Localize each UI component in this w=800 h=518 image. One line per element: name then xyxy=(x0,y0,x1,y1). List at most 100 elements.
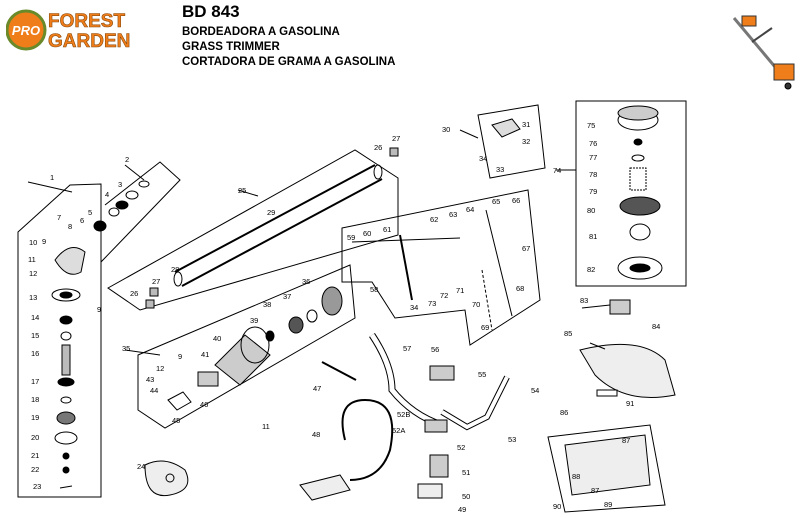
blade-group-frame xyxy=(547,424,666,513)
part-label-34b: 34 xyxy=(410,303,418,312)
part-label-64: 64 xyxy=(466,205,474,214)
part-label-19: 19 xyxy=(31,413,39,422)
part-label-24: 24 xyxy=(137,462,145,471)
part-label-6: 6 xyxy=(80,216,84,225)
part-label-3: 3 xyxy=(118,180,122,189)
part-label-55: 55 xyxy=(478,370,486,379)
clutch-drum xyxy=(167,286,343,411)
part-label-11b: 11 xyxy=(262,422,270,431)
part-label-71: 71 xyxy=(456,286,464,295)
part-label-73: 73 xyxy=(428,299,436,308)
product-name-pt-alt: CORTADORA DE GRAMA A GASOLINA xyxy=(182,56,396,68)
part-label-28: 28 xyxy=(171,265,179,274)
part-label-7: 7 xyxy=(57,213,61,222)
part-label-54: 54 xyxy=(531,386,539,395)
part-label-9a: 9 xyxy=(42,237,46,246)
part-label-91: 91 xyxy=(626,399,634,408)
shaft-group-frame xyxy=(107,149,399,311)
part-label-2: 2 xyxy=(125,155,129,164)
cutting-blade xyxy=(564,434,651,496)
part-label-20: 20 xyxy=(31,433,39,442)
part-label-37: 37 xyxy=(283,292,291,301)
part-label-16: 16 xyxy=(31,349,39,358)
part-label-80: 80 xyxy=(587,206,595,215)
part-label-57: 57 xyxy=(403,344,411,353)
part-label-68: 68 xyxy=(516,284,524,293)
throttle-group-frame xyxy=(341,189,541,346)
part-label-34a: 34 xyxy=(479,154,487,163)
part-label-56: 56 xyxy=(431,345,439,354)
part-label-63: 63 xyxy=(449,210,457,219)
part-label-85: 85 xyxy=(564,329,572,338)
part-label-26b: 26 xyxy=(130,289,138,298)
part-label-58: 58 xyxy=(370,285,378,294)
part-label-39: 39 xyxy=(250,316,258,325)
part-label-12b: 12 xyxy=(156,364,164,373)
part-label-8: 8 xyxy=(68,222,72,231)
part-label-51: 51 xyxy=(462,468,470,477)
part-label-78: 78 xyxy=(589,170,597,179)
part-label-13: 13 xyxy=(29,293,37,302)
part-label-27a: 27 xyxy=(392,134,400,143)
product-name-en: GRASS TRIMMER xyxy=(182,41,280,53)
part-label-90: 90 xyxy=(553,502,561,511)
part-label-76: 76 xyxy=(589,139,597,148)
part-label-59: 59 xyxy=(347,233,355,242)
part-label-35: 35 xyxy=(122,344,130,353)
part-label-60: 60 xyxy=(363,229,371,238)
part-label-74: 74 xyxy=(553,166,561,175)
part-label-22: 22 xyxy=(31,465,39,474)
gearhead-parts xyxy=(51,180,150,489)
part-label-21: 21 xyxy=(31,451,39,460)
part-label-32: 32 xyxy=(522,137,530,146)
part-label-44: 44 xyxy=(150,386,158,395)
part-label-46: 46 xyxy=(200,400,208,409)
part-label-65: 65 xyxy=(492,197,500,206)
part-label-83: 83 xyxy=(580,296,588,305)
shaft-tube xyxy=(145,147,399,309)
logo-forest-text: FOREST xyxy=(48,11,125,32)
part-label-4: 4 xyxy=(105,190,109,199)
trimmer-product-icon xyxy=(732,15,795,90)
logo-badge-text: PRO xyxy=(12,23,40,38)
part-label-77: 77 xyxy=(589,153,597,162)
part-label-41: 41 xyxy=(201,350,209,359)
trimmer-head-group-frame xyxy=(575,100,687,287)
part-label-10: 10 xyxy=(29,238,37,247)
logo-ring-icon xyxy=(6,9,47,51)
part-label-82: 82 xyxy=(587,265,595,274)
clutch-group-frame xyxy=(137,264,356,429)
part-label-11a: 11 xyxy=(28,255,36,264)
part-label-12a: 12 xyxy=(29,269,37,278)
part-label-70: 70 xyxy=(472,300,480,309)
part-label-81: 81 xyxy=(589,232,597,241)
part-label-31: 31 xyxy=(522,120,530,129)
part-label-9b: 9 xyxy=(97,305,101,314)
part-label-49: 49 xyxy=(458,505,466,514)
part-label-33: 33 xyxy=(496,165,504,174)
part-label-23: 23 xyxy=(33,482,41,491)
part-label-75: 75 xyxy=(587,121,595,130)
diagram-outlines xyxy=(17,15,795,513)
part-label-61: 61 xyxy=(383,225,391,234)
trimmer-head-parts xyxy=(617,105,663,280)
part-label-27b: 27 xyxy=(152,277,160,286)
part-label-53: 53 xyxy=(508,435,516,444)
part-label-52a: 52A xyxy=(392,426,405,435)
part-label-52: 52 xyxy=(457,443,465,452)
part-label-47: 47 xyxy=(313,384,321,393)
part-label-84: 84 xyxy=(652,322,660,331)
part-label-29: 29 xyxy=(267,208,275,217)
part-label-52b: 52B xyxy=(397,410,410,419)
part-label-18: 18 xyxy=(31,395,39,404)
part-label-40: 40 xyxy=(213,334,221,343)
part-label-50: 50 xyxy=(462,492,470,501)
safety-guard xyxy=(579,343,676,398)
switch-group-frame xyxy=(477,104,546,179)
part-label-1: 1 xyxy=(50,173,54,182)
part-label-36: 36 xyxy=(302,277,310,286)
part-label-48: 48 xyxy=(312,430,320,439)
part-label-26a: 26 xyxy=(374,143,382,152)
part-label-69: 69 xyxy=(481,323,489,332)
